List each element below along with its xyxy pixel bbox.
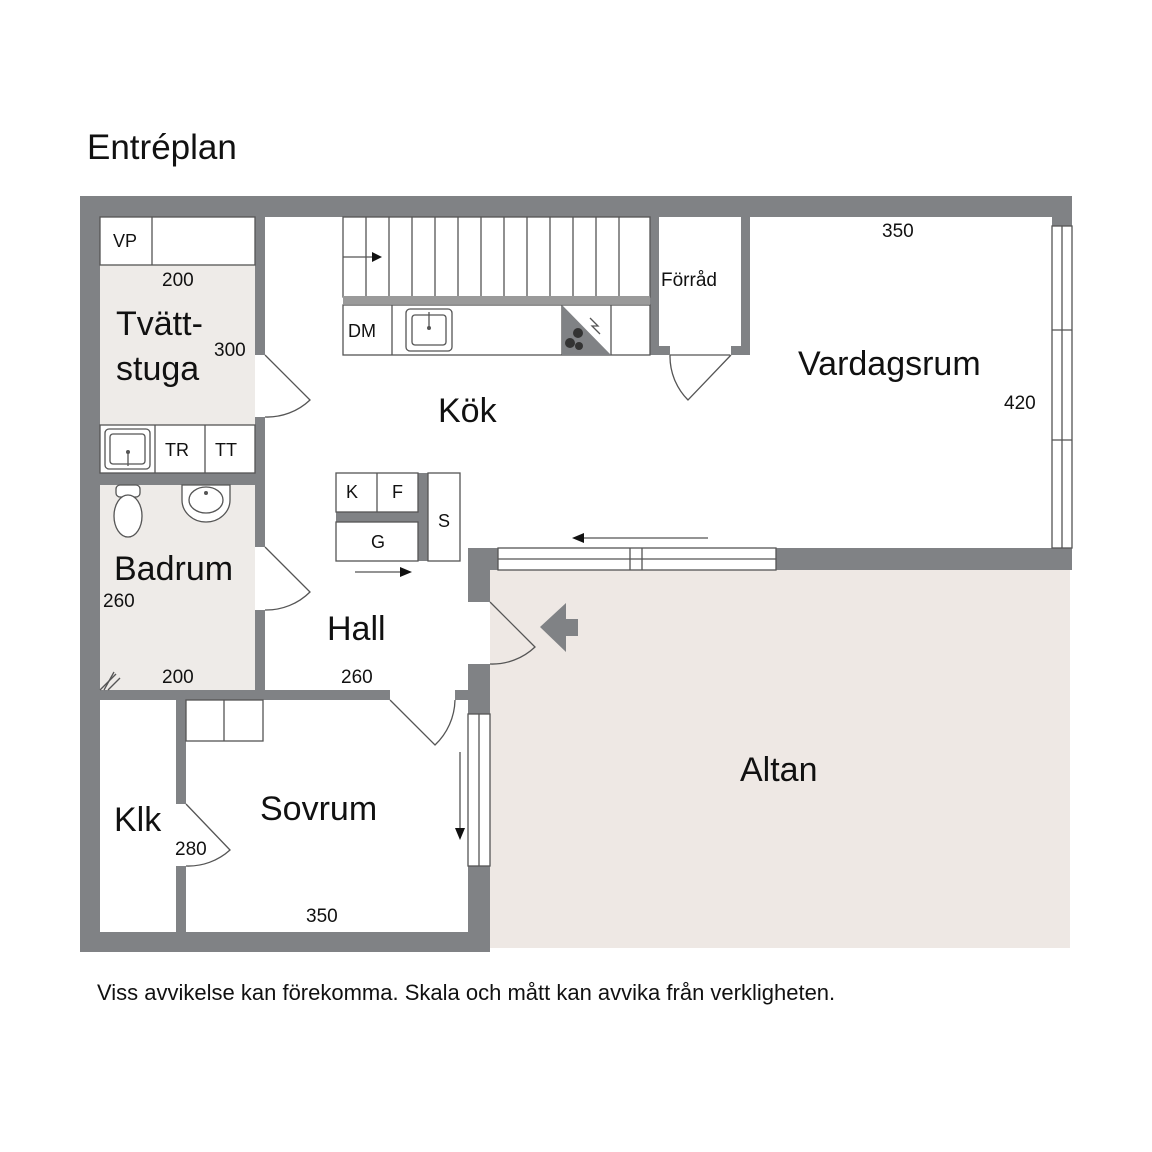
fixture-label-dm: DM (348, 321, 376, 341)
dimension-bad-width: 200 (162, 667, 194, 688)
altan-floor (490, 570, 1070, 948)
dimension-bad-depth: 260 (103, 591, 135, 612)
fixture-label-s: S (438, 511, 450, 531)
room-label-vardagsrum: Vardagsrum (798, 345, 981, 383)
dimension-sovrum-width: 350 (306, 906, 338, 927)
walls (80, 196, 1072, 952)
doors (185, 354, 732, 867)
kitchen-island (335, 472, 461, 562)
plan-title: Entréplan (87, 128, 237, 167)
room-label-altan: Altan (740, 751, 818, 789)
windows (467, 225, 1073, 867)
fixture-label-k: K (346, 482, 358, 502)
room-label-sovrum: Sovrum (260, 790, 377, 828)
sovrum-wardrobe (185, 699, 264, 742)
disclaimer-text: Viss avvikelse kan förekomma. Skala och … (97, 980, 836, 1005)
room-label-kok: Kök (438, 392, 498, 430)
fixture-label-g: G (371, 532, 385, 552)
room-label-forrad: Förråd (661, 270, 717, 291)
room-label-hall: Hall (327, 610, 386, 648)
laundry-fixtures (99, 216, 256, 474)
dimension-vardag-depth: 420 (1004, 393, 1036, 414)
dimension-vardag-width: 350 (882, 221, 914, 242)
kitchen-counter (342, 304, 651, 356)
fixture-label-vp: VP (113, 231, 137, 251)
entrance-arrow-icon (540, 603, 578, 652)
dimension-tvatt-width: 200 (162, 270, 194, 291)
fixture-label-f: F (392, 482, 403, 502)
fixture-label-tr: TR (165, 440, 189, 460)
dimension-klk-depth: 280 (175, 839, 207, 860)
room-label-tvattstuga-line2: stuga (116, 350, 199, 388)
room-label-tvattstuga-line1: Tvätt- (116, 305, 203, 343)
fixture-label-tt: TT (215, 440, 237, 460)
room-label-badrum: Badrum (114, 550, 233, 588)
bathroom-fixtures (99, 484, 231, 691)
tvattstuga-floor (100, 265, 255, 425)
movement-arrows (355, 533, 708, 840)
room-label-klk: Klk (114, 801, 162, 839)
stairs (342, 216, 651, 304)
dimension-tvatt-depth: 300 (214, 340, 246, 361)
dimension-hall-width: 260 (341, 667, 373, 688)
